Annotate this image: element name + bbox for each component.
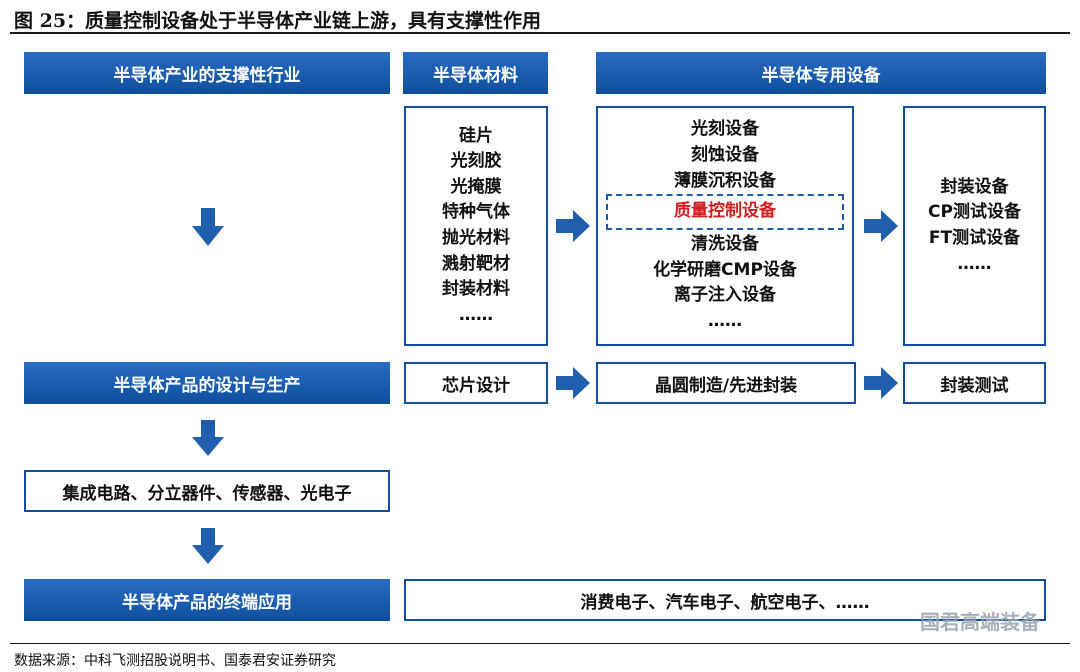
right-arrow-icon xyxy=(864,367,898,399)
products-box: 集成电路、分立器件、传感器、光电子 xyxy=(24,470,390,512)
down-arrow-icon xyxy=(192,420,224,456)
bottom-rule xyxy=(10,643,1070,644)
figure-title: 图 25：质量控制设备处于半导体产业链上游，具有支撑性作用 xyxy=(14,10,542,32)
material-item: …… xyxy=(459,304,493,325)
step-wafer-manufacturing: 晶圆制造/先进封装 xyxy=(596,362,856,404)
equipment-item: 清洗设备 xyxy=(691,234,759,255)
end-application-label: 半导体产品的终端应用 xyxy=(24,579,390,621)
material-item: 硅片 xyxy=(459,125,493,146)
material-item: 光刻胶 xyxy=(450,151,502,172)
highlight-dashed-box: 质量控制设备 xyxy=(606,194,844,231)
equipment-item: 光刻设备 xyxy=(691,119,759,140)
right-arrow-icon xyxy=(864,210,898,242)
design-production-label: 半导体产品的设计与生产 xyxy=(24,362,390,404)
equipment-item: 薄膜沉积设备 xyxy=(674,170,776,191)
packaging-item: …… xyxy=(957,253,992,274)
packaging-item: 封装设备 xyxy=(940,176,1009,197)
right-arrow-icon xyxy=(556,210,590,242)
packaging-item: CP测试设备 xyxy=(928,202,1021,223)
equipment-item: 刻蚀设备 xyxy=(691,145,759,166)
packaging-equipment-list: 封装设备 CP测试设备 FT测试设备 …… xyxy=(903,106,1046,346)
end-application-examples: 消费电子、汽车电子、航空电子、…… xyxy=(404,579,1046,621)
source-note: 数据来源：中科飞测招股说明书、国泰君安证券研究 xyxy=(14,653,336,669)
step-packaging-testing: 封装测试 xyxy=(903,362,1046,404)
right-arrow-icon xyxy=(556,367,590,399)
step-chip-design: 芯片设计 xyxy=(404,362,548,404)
header-equipment: 半导体专用设备 xyxy=(596,52,1046,94)
equipment-item: …… xyxy=(708,310,742,331)
top-rule xyxy=(10,32,1070,34)
header-support-industry: 半导体产业的支撑性行业 xyxy=(24,52,390,94)
packaging-item: FT测试设备 xyxy=(928,228,1021,248)
material-item: 特种气体 xyxy=(442,202,510,223)
quality-control-equipment: 质量控制设备 xyxy=(674,201,776,222)
down-arrow-icon xyxy=(192,528,224,564)
equipment-list: 光刻设备 刻蚀设备 薄膜沉积设备 质量控制设备 清洗设备 化学研磨CMP设备 离… xyxy=(596,106,854,346)
equipment-item: 化学研磨CMP设备 xyxy=(653,259,797,280)
header-materials: 半导体材料 xyxy=(403,52,548,94)
down-arrow-icon xyxy=(192,208,224,246)
equipment-item: 离子注入设备 xyxy=(674,285,776,306)
material-item: 抛光材料 xyxy=(442,228,510,248)
material-item: 光掩膜 xyxy=(450,176,502,197)
materials-list: 硅片 光刻胶 光掩膜 特种气体 抛光材料 溅射靶材 封装材料 …… xyxy=(404,106,548,346)
material-item: 封装材料 xyxy=(442,279,510,300)
watermark: 国君高端装备 xyxy=(920,610,1040,634)
material-item: 溅射靶材 xyxy=(442,253,510,274)
